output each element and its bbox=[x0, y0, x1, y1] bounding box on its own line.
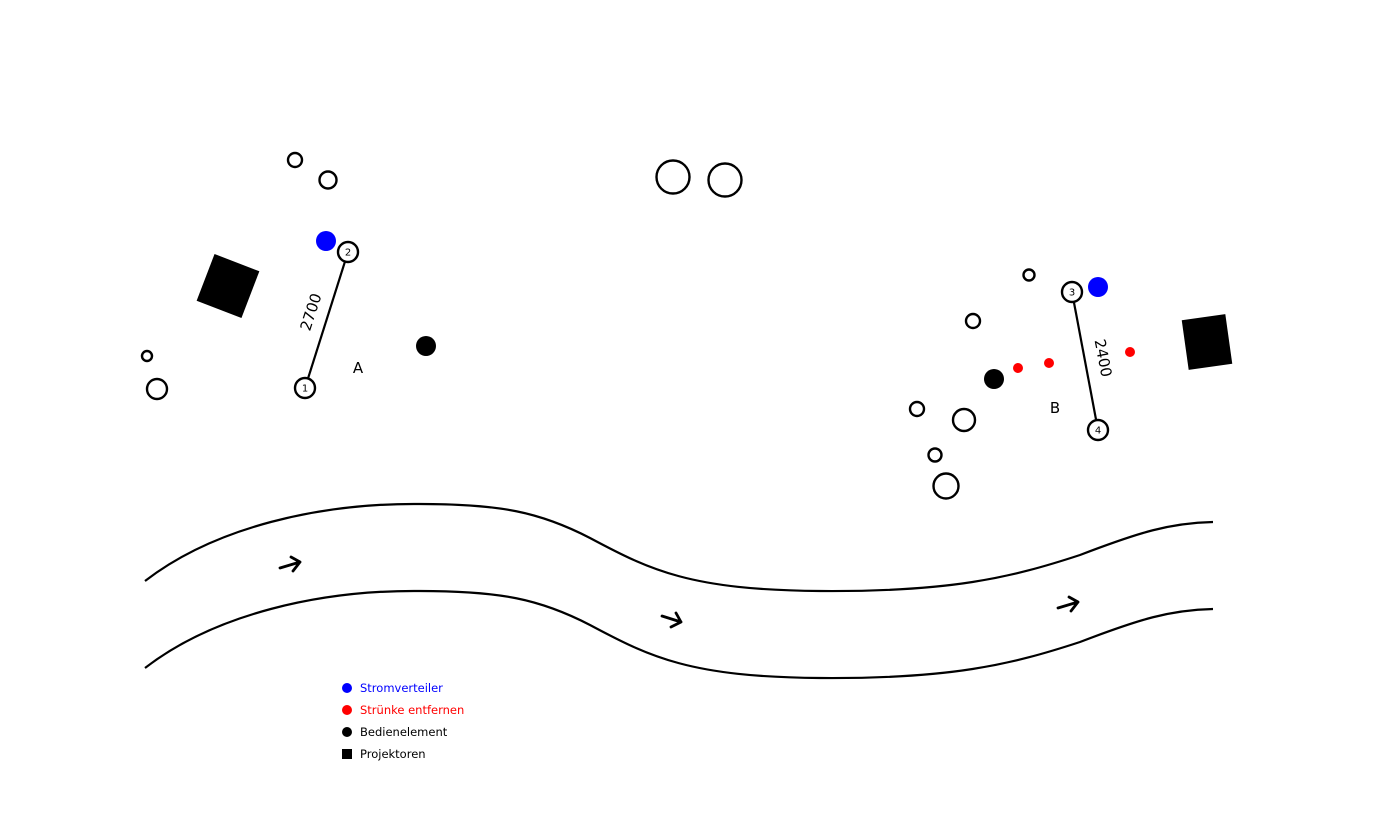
tree bbox=[655, 159, 691, 195]
span-line-3-4 bbox=[1070, 291, 1100, 431]
tree bbox=[145, 377, 169, 401]
tree bbox=[707, 162, 743, 198]
arrow-right-icon bbox=[1056, 595, 1080, 613]
river bbox=[144, 502, 1214, 680]
projector-a bbox=[196, 254, 260, 318]
tree bbox=[140, 349, 154, 363]
stump bbox=[1013, 363, 1023, 373]
tree bbox=[1022, 268, 1036, 282]
stump bbox=[1044, 358, 1054, 368]
bedienelement-b bbox=[984, 369, 1004, 389]
span-label-2700: 2700 bbox=[297, 291, 326, 333]
area-label-b: B bbox=[1050, 399, 1060, 417]
legend-item-struenke: Strünke entfernen bbox=[340, 699, 464, 721]
arrow-right-icon bbox=[660, 611, 683, 629]
tree bbox=[927, 447, 943, 463]
stromverteiler-a bbox=[316, 231, 336, 251]
river-bank-upper bbox=[144, 502, 1214, 593]
tree bbox=[932, 472, 960, 500]
legend-label: Projektoren bbox=[360, 747, 426, 761]
post-2: 2 bbox=[336, 240, 360, 264]
legend-item-bedienelement: Bedienelement bbox=[340, 721, 464, 743]
tree bbox=[318, 170, 338, 190]
post-number: 4 bbox=[1095, 426, 1101, 437]
trees bbox=[140, 151, 1036, 500]
post-1: 1 bbox=[293, 376, 317, 400]
legend-label: Bedienelement bbox=[360, 725, 448, 739]
black-square-icon bbox=[342, 749, 352, 759]
posts: 1 2 3 4 bbox=[293, 240, 1110, 442]
legend-label: Strünke entfernen bbox=[360, 703, 465, 717]
post-number: 2 bbox=[345, 248, 351, 259]
projectors bbox=[196, 254, 1233, 370]
legend-item-stromverteiler: Stromverteiler bbox=[340, 677, 464, 699]
post-4: 4 bbox=[1086, 418, 1110, 442]
black-dot-icon bbox=[342, 727, 352, 737]
flow-arrows bbox=[278, 555, 1080, 629]
area-label-a: A bbox=[353, 359, 364, 377]
arrow-right-icon bbox=[278, 555, 302, 573]
projector-b bbox=[1181, 314, 1233, 370]
legend-item-projektoren: Projektoren bbox=[340, 743, 464, 765]
stromverteiler-b bbox=[1088, 277, 1108, 297]
span-label-2400: 2400 bbox=[1091, 338, 1116, 379]
legend: Stromverteiler Strünke entfernen Bediene… bbox=[340, 677, 464, 765]
tree bbox=[951, 407, 977, 433]
tree bbox=[964, 312, 982, 330]
stump bbox=[1125, 347, 1135, 357]
post-number: 3 bbox=[1069, 288, 1075, 299]
legend-label: Stromverteiler bbox=[360, 681, 443, 695]
power-distributors bbox=[316, 231, 1108, 297]
tree bbox=[908, 400, 926, 418]
red-dot-icon bbox=[342, 705, 352, 715]
stumps bbox=[1013, 347, 1135, 373]
control-elements bbox=[416, 336, 1004, 389]
bedienelement-a bbox=[416, 336, 436, 356]
post-number: 1 bbox=[302, 384, 308, 395]
blue-dot-icon bbox=[342, 683, 352, 693]
tree bbox=[286, 151, 304, 169]
span-line-1-2 bbox=[303, 251, 350, 389]
post-3: 3 bbox=[1060, 280, 1084, 304]
river-bank-lower bbox=[144, 589, 1214, 680]
